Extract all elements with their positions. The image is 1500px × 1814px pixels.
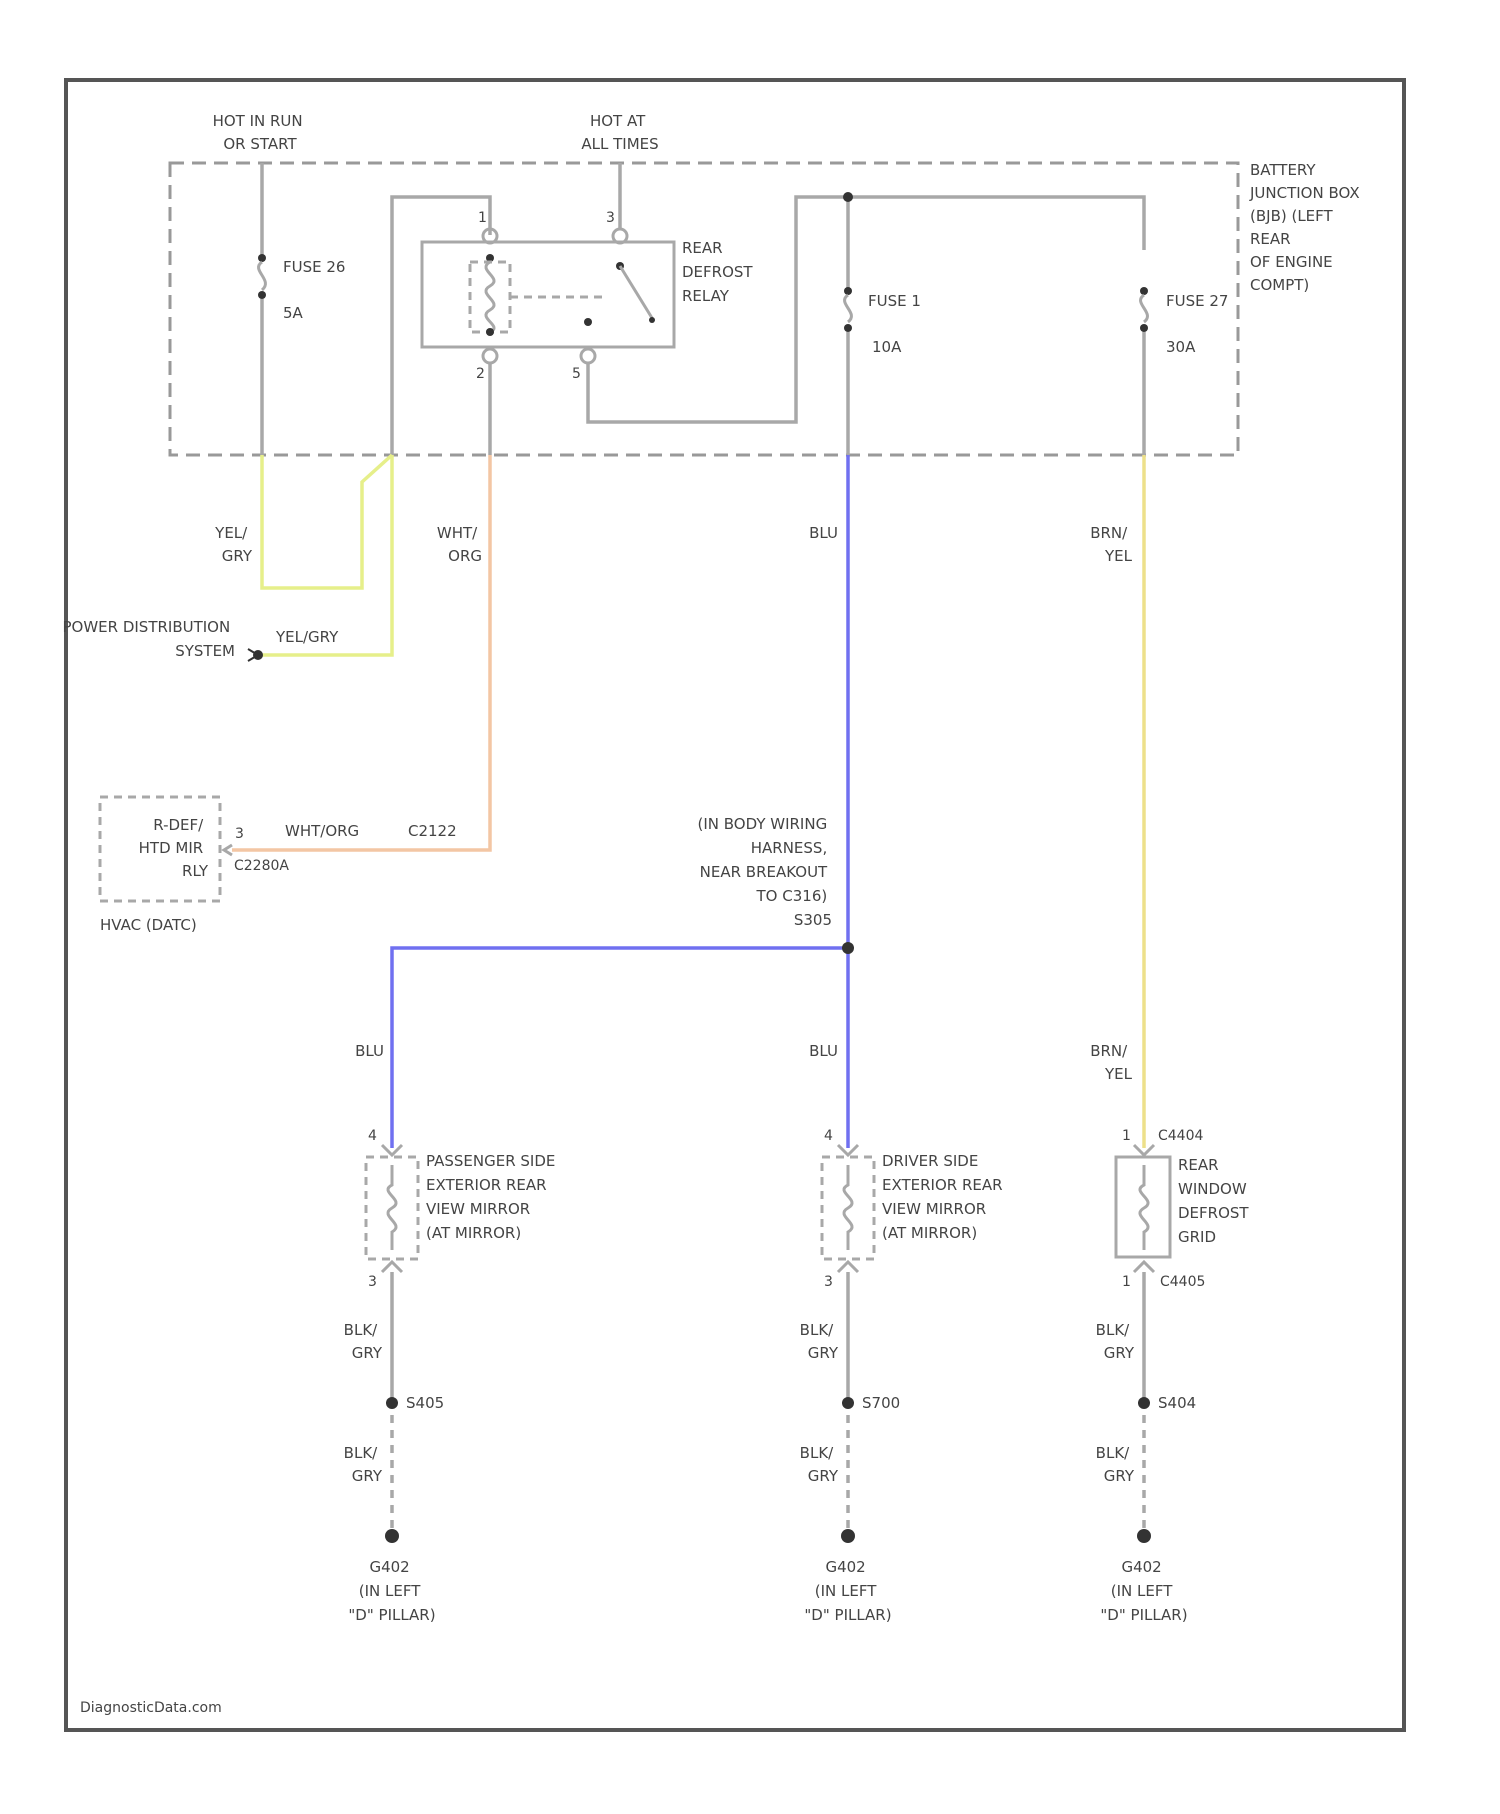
grid-conn-top: C4404: [1158, 1128, 1203, 1144]
grid-conn-bottom: C4405: [1160, 1274, 1205, 1290]
passenger-mirror-element: [388, 1165, 396, 1250]
wire-label-yel-gry-inline: YEL/GRY: [275, 628, 339, 646]
wire-label-blk-gry-r2: BLK/ GRY: [1096, 1444, 1135, 1485]
relay-pin-2: 2: [476, 366, 485, 382]
grid-term-bottom: [1134, 1262, 1154, 1272]
wire-label-brn-yel-bottom: BRN/ YEL: [1090, 1042, 1132, 1083]
bus-junction-node: [843, 192, 853, 202]
passenger-mirror-term-bottom: [382, 1262, 402, 1272]
relay-terminal-2: [483, 349, 497, 363]
ground-middle-label: G402 (IN LEFT "D" PILLAR): [804, 1558, 891, 1624]
wire-label-brn-yel-top: BRN/ YEL: [1090, 524, 1132, 565]
wire-label-wht-org: WHT/ ORG: [437, 524, 482, 565]
wire-label-blk-gry-m2: BLK/ GRY: [800, 1444, 839, 1485]
wire-blu-branch: [392, 948, 848, 1148]
driver-mirror-label: DRIVER SIDE EXTERIOR REAR VIEW MIRROR (A…: [882, 1152, 1007, 1242]
relay-terminal-5: [581, 349, 595, 363]
passenger-mirror-pin-bottom: 3: [368, 1274, 377, 1290]
fuse-1-rating: 10A: [872, 338, 902, 356]
relay-coil: [486, 262, 494, 332]
fuse-1-name: FUSE 1: [868, 292, 921, 310]
wire-yel-gry-to-pds: [256, 455, 392, 655]
wire-label-yel-gry: YEL/ GRY: [214, 524, 253, 565]
watermark: DiagnosticData.com: [80, 1700, 222, 1716]
fuse-1: [844, 287, 852, 332]
hot-run-start-label: HOT IN RUN OR START: [213, 112, 308, 153]
relay-pin-1: 1: [478, 210, 487, 226]
grid-element: [1140, 1165, 1148, 1250]
ground-middle-node: [841, 1529, 855, 1543]
rear-defrost-grid-label: REAR WINDOW DEFROST GRID: [1178, 1156, 1253, 1246]
relay-label: REAR DEFROST RELAY: [682, 239, 757, 305]
wire-label-wht-org-inline: WHT/ORG: [285, 822, 359, 840]
battery-junction-box: [170, 163, 1238, 455]
driver-mirror-element: [844, 1165, 852, 1250]
relay-pin-5: 5: [572, 366, 581, 382]
junction-box-label: BATTERY JUNCTION BOX (BJB) (LEFT REAR OF…: [1249, 161, 1364, 294]
fuse-27-rating: 30A: [1166, 338, 1196, 356]
hvac-connector-c2122: C2122: [408, 822, 457, 840]
diagram-frame: [66, 80, 1404, 1730]
wire-label-blk-gry-r1: BLK/ GRY: [1096, 1321, 1135, 1362]
driver-mirror-term-bottom: [838, 1262, 858, 1272]
fuse-26: [258, 254, 266, 299]
wire-relay-out: [588, 197, 1144, 422]
wire-label-blu-mid: BLU: [809, 1042, 838, 1060]
driver-mirror-pin-bottom: 3: [824, 1274, 833, 1290]
ground-left-node: [385, 1529, 399, 1543]
hvac-relay-pin: 3: [235, 826, 244, 842]
fuse-26-rating: 5A: [283, 304, 304, 322]
splice-s404-label: S404: [1158, 1394, 1196, 1412]
fuse-26-name: FUSE 26: [283, 258, 345, 276]
splice-s405-label: S405: [406, 1394, 444, 1412]
splice-s405-node: [386, 1397, 398, 1409]
relay-pin-3: 3: [606, 210, 615, 226]
hvac-relay-label: R-DEF/ HTD MIR RLY: [139, 816, 209, 880]
driver-mirror-pin-top: 4: [824, 1128, 833, 1144]
hvac-module-label: HVAC (DATC): [100, 916, 197, 934]
hot-all-times-label: HOT AT ALL TIMES: [581, 112, 658, 153]
hvac-connector-c2280a: C2280A: [234, 858, 289, 874]
passenger-mirror-pin-top: 4: [368, 1128, 377, 1144]
relay-switch-blade: [620, 266, 652, 318]
wire-yel-gry-loop: [262, 455, 392, 588]
wire-label-blu-top: BLU: [809, 524, 838, 542]
splice-s700-label: S700: [862, 1394, 900, 1412]
ground-right-label: G402 (IN LEFT "D" PILLAR): [1100, 1558, 1187, 1624]
fuse-27-name: FUSE 27: [1166, 292, 1228, 310]
splice-s305-node: [842, 942, 854, 954]
power-distribution-label: POWER DISTRIBUTION SYSTEM: [62, 618, 235, 660]
wire-label-blk-gry-l2: BLK/ GRY: [344, 1444, 383, 1485]
grid-pin-bottom: 1: [1122, 1274, 1131, 1290]
grid-pin-top: 1: [1122, 1128, 1131, 1144]
ground-left-label: G402 (IN LEFT "D" PILLAR): [348, 1558, 435, 1624]
splice-note: (IN BODY WIRING HARNESS, NEAR BREAKOUT T…: [698, 815, 833, 929]
wire-label-blu-left: BLU: [355, 1042, 384, 1060]
wire-relay-coil-feed: [392, 197, 490, 455]
fuse-27: [1140, 287, 1148, 332]
ground-right-node: [1137, 1529, 1151, 1543]
passenger-mirror-label: PASSENGER SIDE EXTERIOR REAR VIEW MIRROR…: [426, 1152, 560, 1242]
wire-label-blk-gry-m1: BLK/ GRY: [800, 1321, 839, 1362]
splice-s404-node: [1138, 1397, 1150, 1409]
wire-label-blk-gry-l1: BLK/ GRY: [344, 1321, 383, 1362]
splice-s700-node: [842, 1397, 854, 1409]
hvac-relay-terminal: [224, 845, 232, 855]
